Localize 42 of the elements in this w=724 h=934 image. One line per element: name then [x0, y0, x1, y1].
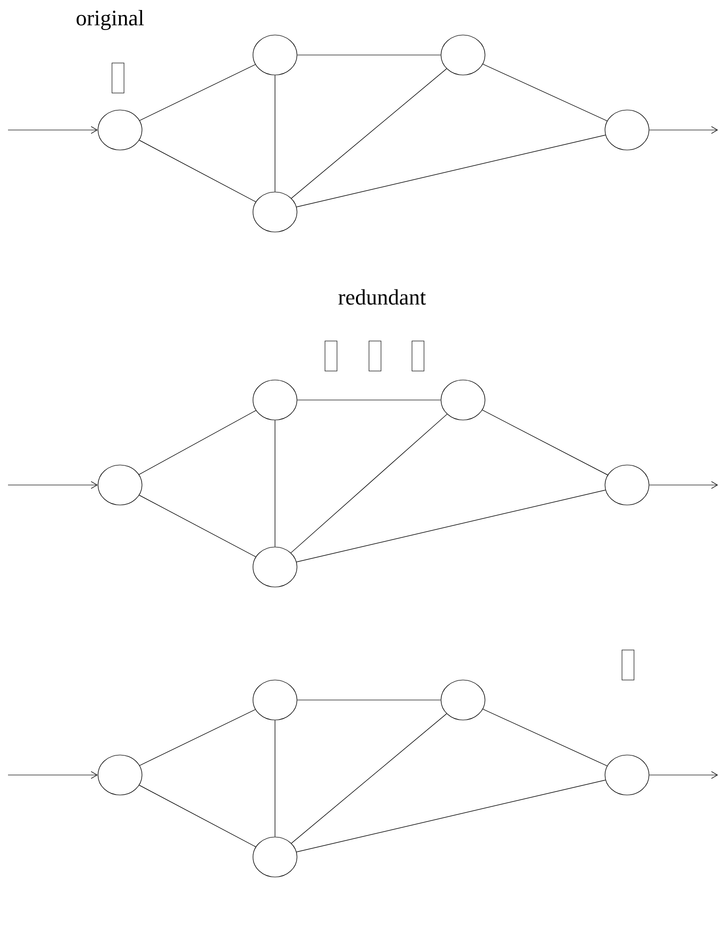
- network-node: [604, 464, 650, 506]
- network-node: [252, 192, 298, 232]
- network-node: [252, 34, 298, 76]
- network-node: [252, 380, 298, 420]
- network-node: [440, 34, 486, 76]
- arrow: [649, 771, 718, 779]
- connector-line: [138, 410, 256, 475]
- network-node: [98, 464, 142, 506]
- connector-line: [296, 490, 606, 562]
- connector-line: [482, 708, 608, 766]
- network-node: [604, 110, 650, 150]
- connector-line: [274, 720, 276, 837]
- network-node: [98, 110, 142, 150]
- network-node: [440, 680, 486, 720]
- connector-line: [139, 709, 256, 766]
- connector-line: [482, 64, 608, 122]
- connector-line: [291, 713, 447, 844]
- panel-label: redundant: [338, 289, 426, 305]
- connector-line: [296, 780, 606, 852]
- connector-line: [139, 64, 256, 121]
- connector-line: [138, 494, 256, 558]
- connector-line: [291, 68, 447, 199]
- network-node: [252, 680, 298, 720]
- network-node: [252, 836, 298, 878]
- connector-line: [274, 75, 276, 192]
- network-node: [252, 546, 298, 588]
- arrow: [649, 481, 718, 489]
- network-node: [440, 380, 486, 420]
- arrow: [649, 126, 718, 134]
- connector-line: [482, 410, 608, 476]
- arrow: [8, 126, 98, 134]
- network-node: [604, 754, 650, 796]
- arrow: [8, 771, 98, 779]
- network-node: [98, 754, 142, 796]
- connector-line: [297, 54, 441, 56]
- connector-line: [274, 420, 276, 547]
- connector-line: [296, 134, 606, 208]
- panel-label: original: [76, 10, 144, 30]
- connector-line: [138, 784, 256, 848]
- connector-line: [290, 414, 448, 554]
- arrow: [8, 481, 98, 489]
- connector-line: [138, 140, 256, 202]
